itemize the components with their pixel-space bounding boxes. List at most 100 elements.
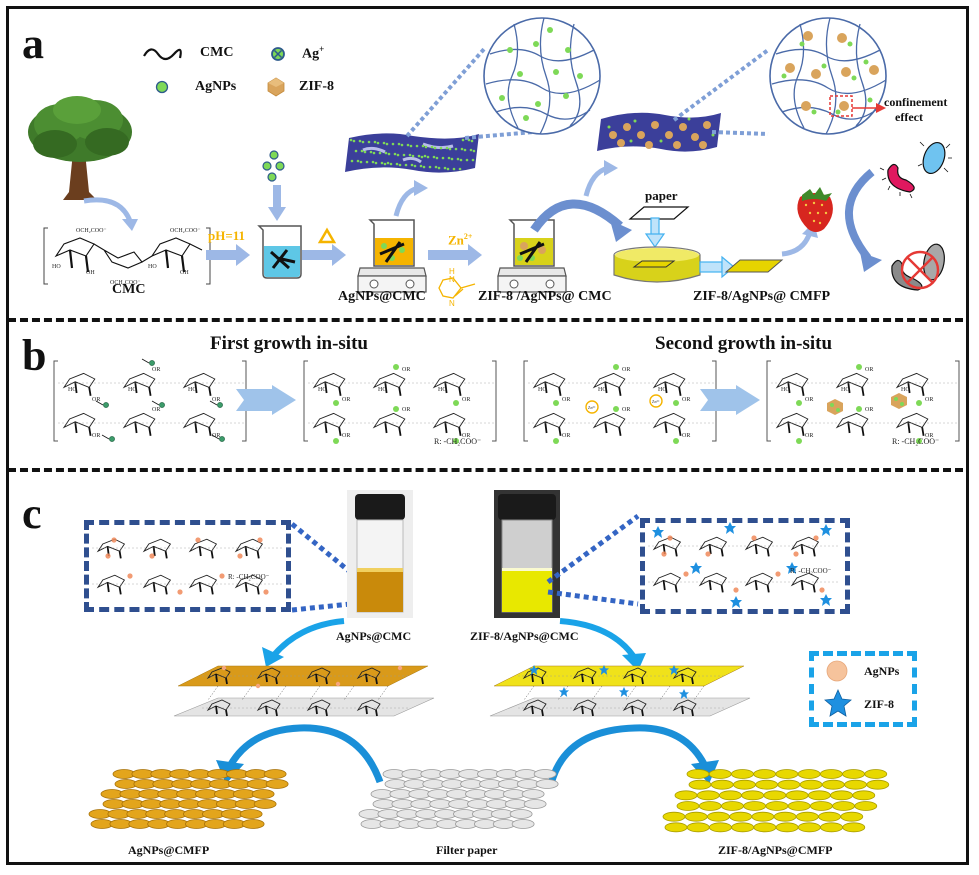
group-label: HO: [128, 387, 137, 393]
agnp-dot: [553, 400, 559, 406]
zn-ion: [585, 400, 599, 414]
agnp-dot: [221, 665, 227, 671]
agnp-dot: [333, 438, 339, 444]
glucose-ring: [188, 574, 218, 589]
agnp-dot: [453, 400, 459, 406]
glucose-ring: [835, 412, 869, 429]
glucose-ring: [372, 412, 406, 429]
zif8-star: [619, 687, 629, 697]
agnp-dot: [424, 145, 428, 149]
zn-text: Zn: [448, 232, 464, 248]
group-label: OR: [212, 397, 220, 403]
fabric-weave-cell: [664, 822, 688, 833]
imidazole-h: H: [449, 267, 455, 276]
agnp-dot: [419, 164, 423, 168]
fabric-weave-cell: [253, 799, 277, 809]
group-label: OR: [682, 433, 690, 439]
agnp-dot: [456, 157, 460, 161]
legend-zif8-label: ZIF-8: [299, 79, 334, 94]
agnp-dot: [430, 145, 434, 149]
strawberry-icon: [797, 187, 833, 232]
fabric-weave-cell: [263, 769, 287, 779]
glucose-ring: [775, 412, 809, 429]
cmc-network-circle: [483, 17, 601, 135]
agnp-dot: [916, 438, 922, 444]
ag-ion-dot: [217, 402, 223, 408]
agnp-dot: [350, 159, 354, 163]
agnp-dot: [856, 364, 862, 370]
divider-b-c: [8, 468, 963, 472]
fabric-weave-cell: [676, 801, 700, 811]
agnp-dot: [819, 587, 825, 593]
glucose-ring: [532, 372, 566, 389]
agnp-dot: [428, 165, 432, 169]
zn-label: Zn2+: [448, 232, 472, 248]
zif8-star: [820, 524, 832, 536]
glucose-ring: [432, 412, 466, 429]
agnp-dot: [354, 149, 358, 153]
group-label: OR: [462, 397, 470, 403]
zif8-agnps-cmc-film: [597, 112, 721, 152]
group-label: OR: [92, 397, 100, 403]
agnp-dot: [705, 551, 711, 557]
legend-c-zif8-label: ZIF-8: [864, 697, 894, 711]
agnp-dot: [396, 153, 400, 157]
group-label: HO: [658, 387, 667, 393]
agnp-dot: [751, 535, 757, 541]
fabric-weave-cell: [751, 811, 775, 822]
fabric-weave-cell: [809, 801, 833, 811]
confinement-label-line1: confinement: [884, 95, 948, 109]
agnp-dot: [105, 553, 111, 559]
confinement-arrow: [852, 103, 886, 113]
agnp-dot: [459, 158, 463, 162]
fabric-weave-cell: [755, 779, 779, 790]
agnp-dot: [383, 162, 387, 166]
fabric-weave-cell: [686, 769, 710, 779]
fabric-weave-cell: [842, 822, 866, 833]
vial-left-to-layer-arrow: [262, 618, 345, 667]
zoom-dotted-lines-1: [405, 46, 534, 140]
zif8-agnps-cmc-label: ZIF-8 /AgNPs@ CMC: [478, 289, 612, 304]
group-label: OR: [212, 433, 220, 439]
ag-superscript: +: [319, 44, 325, 54]
glucose-ring: [372, 372, 406, 389]
agnp-dot: [673, 400, 679, 406]
glucose-ring: [744, 572, 774, 587]
glucose-ring: [835, 372, 869, 389]
fabric-weave-cell: [511, 819, 535, 829]
agnps-cmc-molecular-box: [84, 520, 291, 612]
zif8-star: [652, 526, 664, 538]
zoom-dotted-lines-2: [672, 48, 770, 136]
glucose-ring: [592, 412, 626, 429]
group-label: OR: [925, 397, 933, 403]
zif8-up-arrow: [583, 160, 618, 197]
agnp-dot: [393, 364, 399, 370]
group-label: HO: [781, 387, 790, 393]
agnp-dot: [422, 165, 426, 169]
group-label: OR: [925, 433, 933, 439]
divider-a-b: [8, 318, 963, 322]
group-label: OR: [462, 433, 470, 439]
group-label: OR: [622, 407, 630, 413]
zif8-star: [599, 665, 609, 675]
fabric-weave-cell: [819, 769, 843, 779]
svg-text:N: N: [449, 299, 455, 308]
wavy-line-icon: [143, 48, 182, 61]
vial-left-label: AgNPs@CMC: [336, 629, 412, 643]
agnp-dot: [454, 147, 458, 151]
agnp-dot: [432, 155, 436, 159]
group-label: HO: [901, 387, 910, 393]
group-label: OR: [92, 433, 100, 439]
agnp-dot: [553, 438, 559, 444]
agnp-dot: [358, 139, 362, 143]
glucose-ring: [744, 536, 774, 551]
zif8-network-circle: [769, 17, 887, 135]
cmc-sub-3: OCH₂COO⁻: [170, 228, 201, 234]
glucose-ring: [96, 574, 126, 589]
zif8-star: [669, 665, 679, 675]
agnp-dot: [360, 149, 364, 153]
agnp-dot: [433, 146, 437, 150]
agnp-dot: [434, 165, 438, 169]
group-label: OR: [562, 433, 570, 439]
glucose-ring: [96, 538, 126, 553]
